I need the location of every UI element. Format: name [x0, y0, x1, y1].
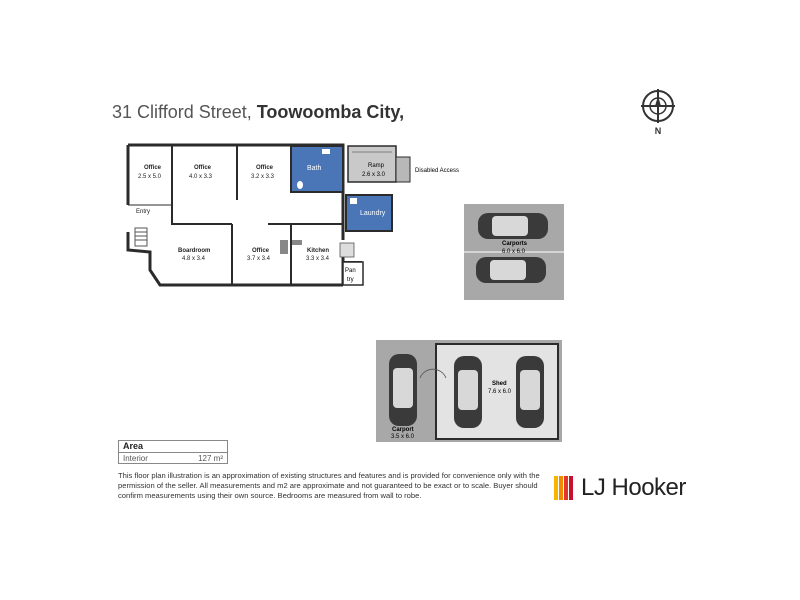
- office1-dims: 2.5 x 5.0: [138, 174, 162, 180]
- boardroom-dims: 4.8 x 3.4: [182, 256, 206, 262]
- kitchen-label: Kitchen: [307, 248, 329, 254]
- car-icon: [454, 356, 482, 428]
- car-icon: [516, 356, 544, 428]
- kitchen-fridge: [339, 242, 355, 258]
- entry-label: Entry: [136, 209, 150, 215]
- room-labels: Office 2.5 x 5.0 Office 4.0 x 3.3 Office…: [136, 165, 330, 262]
- north-compass: N: [640, 88, 676, 136]
- office4-dims: 3.7 x 3.4: [247, 256, 271, 262]
- carport-dims: 3.5 x 6.0: [391, 434, 415, 440]
- shed-dims: 7.6 x 6.0: [488, 389, 512, 395]
- compass-icon: [641, 89, 675, 123]
- office3-label: Office: [256, 165, 274, 171]
- city-text: Toowoomba City,: [256, 102, 405, 122]
- area-summary: Area Interior 127 m²: [118, 440, 228, 464]
- brand-name: LJ Hooker: [581, 474, 686, 501]
- ramp: Ramp 2.6 x 3.0: [347, 145, 411, 183]
- office-desk: [280, 240, 288, 254]
- compass-label: N: [654, 126, 662, 136]
- area-value: 127 m²: [198, 454, 223, 463]
- car-icon: [389, 354, 417, 426]
- office4-label: Office: [252, 248, 270, 254]
- carports-label: Carports: [502, 241, 528, 247]
- area-heading: Area: [119, 441, 227, 453]
- kitchen-bench: [292, 240, 302, 245]
- office2-label: Office: [194, 165, 212, 171]
- pantry-label-1: Pan: [345, 268, 356, 274]
- laundry-room: Laundry: [345, 194, 393, 232]
- address-text: 31 Clifford Street,: [112, 102, 252, 122]
- entry-stairs: [134, 227, 148, 247]
- kitchen-dims: 3.3 x 3.4: [306, 256, 330, 262]
- car-icon: [476, 257, 546, 283]
- carports-dims: 6.0 x 6.0: [502, 249, 526, 255]
- area-label: Interior: [123, 454, 148, 463]
- shed-label: Shed: [492, 381, 507, 387]
- office1-label: Office: [144, 165, 162, 171]
- carports-area: Carports 6.0 x 6.0: [464, 204, 564, 300]
- pantry: Pan try: [342, 261, 364, 286]
- pantry-label-2: try: [347, 277, 354, 283]
- office2-dims: 4.0 x 3.3: [189, 174, 213, 180]
- boardroom-label: Boardroom: [178, 248, 210, 254]
- ramp-label: Ramp: [368, 163, 385, 169]
- carport-shed-area: Carport 3.5 x 6.0 Shed 7.6 x 6.0: [376, 340, 562, 442]
- laundry-label: Laundry: [360, 210, 386, 217]
- page-title: 31 Clifford Street, Toowoomba City,: [112, 102, 404, 123]
- bath-room: Bath: [290, 145, 344, 193]
- bath-label: Bath: [307, 165, 322, 172]
- logo-stripes-icon: [554, 476, 573, 500]
- car-icon: [478, 213, 548, 239]
- carport-label: Carport: [392, 427, 414, 433]
- brand-logo: LJ Hooker: [554, 474, 704, 502]
- office3-dims: 3.2 x 3.3: [251, 174, 275, 180]
- disabled-access-label: Disabled Access: [415, 168, 459, 174]
- disclaimer-text: This floor plan illustration is an appro…: [118, 471, 540, 500]
- ramp-dims: 2.6 x 3.0: [362, 172, 386, 178]
